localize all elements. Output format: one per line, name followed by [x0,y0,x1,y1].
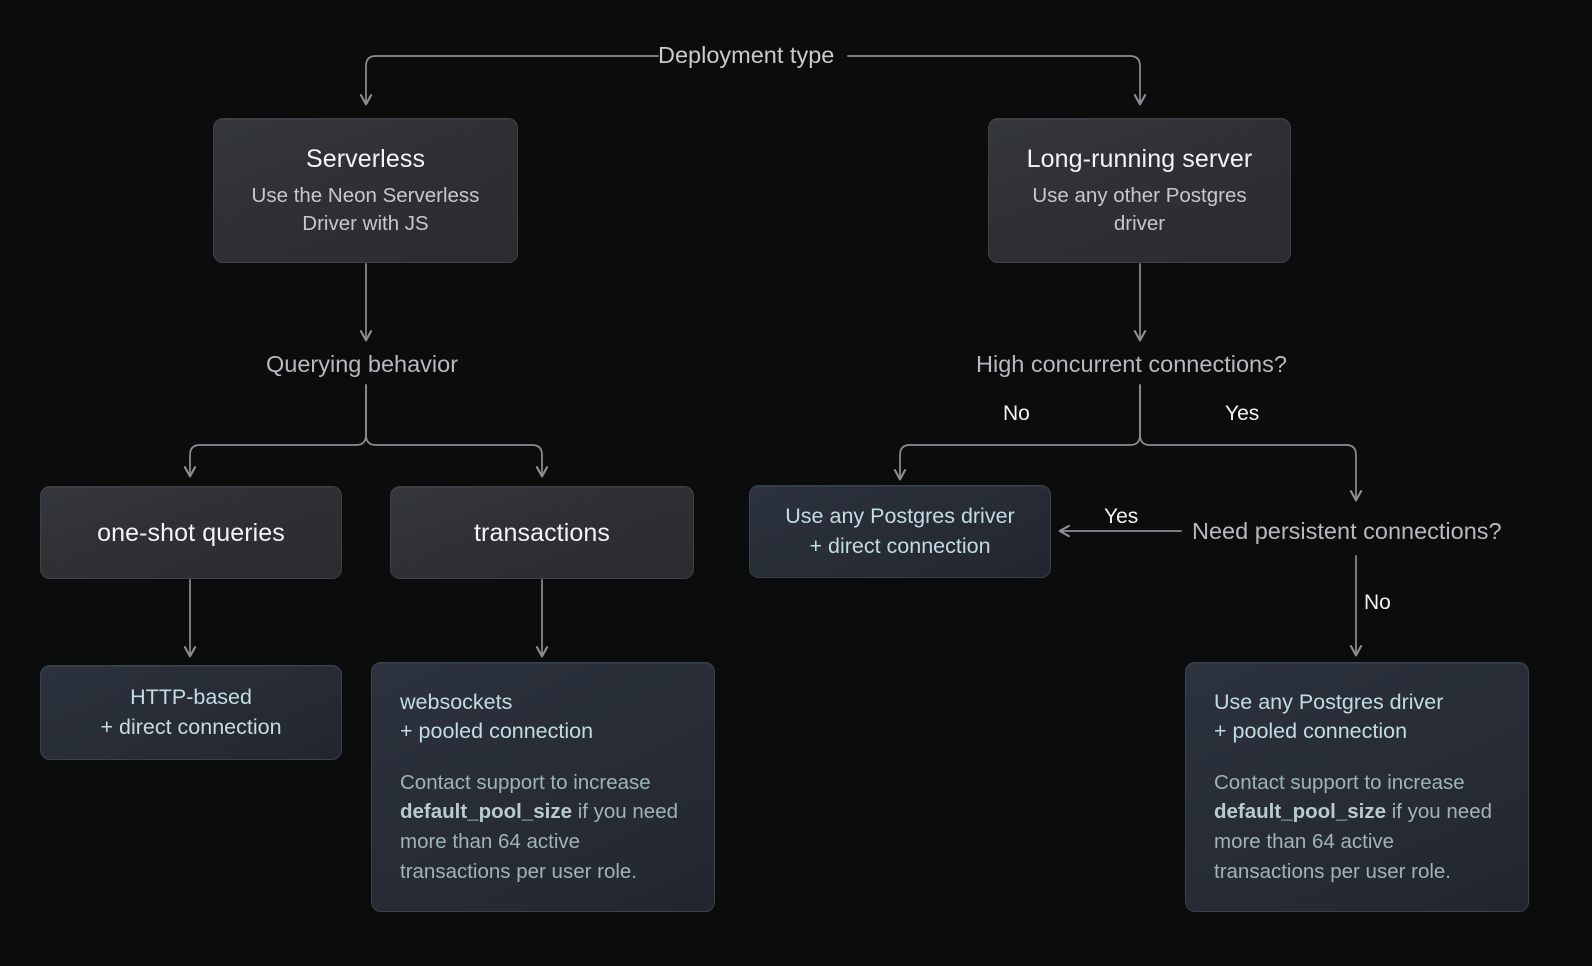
node-websockets-note: Contact support to increase default_pool… [372,768,714,887]
node-http-based-direct-connection[interactable]: HTTP-based + direct connection [40,665,342,760]
edge-label-concurrent-yes: Yes [1225,403,1259,424]
node-http-based-line2: + direct connection [100,714,282,739]
node-transactions[interactable]: transactions [390,486,694,579]
edge-label-persistent-no-text: No [1364,591,1391,614]
node-direct-connection-driver[interactable]: Use any Postgres driver + direct connect… [749,485,1051,578]
root-label: Deployment type [658,42,835,68]
decision-need-persistent-connections-text: Need persistent connections? [1192,518,1502,544]
node-long-running-server-subtitle: Use any other Postgres driver [1032,184,1247,235]
root-label-text: Deployment type [658,42,835,68]
node-websockets-line2: + pooled connection [400,718,594,743]
node-serverless-subtitle: Use the Neon Serverless Driver with JS [251,184,480,235]
node-pooled-connection-driver-line2: + pooled connection [1214,718,1408,743]
node-pooled-connection-driver-note: Contact support to increase default_pool… [1186,768,1528,887]
decision-need-persistent-connections: Need persistent connections? [1192,518,1502,544]
edge-label-persistent-yes-text: Yes [1104,505,1139,528]
node-serverless-title: Serverless [305,145,426,174]
node-long-running-server-title: Long-running server [1026,145,1253,174]
decision-querying-behavior: Querying behavior [266,351,459,377]
node-websockets-note-code: default_pool_size [400,800,573,824]
node-http-based-line1: HTTP-based [130,685,252,710]
node-pooled-connection-driver-line1: Use any Postgres driver [1214,689,1444,714]
node-pooled-note-code: default_pool_size [1214,800,1387,824]
node-serverless[interactable]: Serverless Use the Neon Serverless Drive… [213,118,518,263]
node-websockets-note-after: if you need more than 64 active transact… [400,800,679,883]
edge-label-persistent-yes: Yes [1104,506,1138,527]
node-pooled-note-before: Contact support to increase [1214,770,1465,794]
node-one-shot-queries-title: one-shot queries [97,518,285,547]
edge-label-concurrent-no: No [1003,403,1030,424]
node-pooled-note-after: if you need more than 64 active transact… [1214,800,1493,883]
node-long-running-server[interactable]: Long-running server Use any other Postgr… [988,118,1291,263]
decision-querying-behavior-text: Querying behavior [266,351,459,377]
decision-high-concurrent-connections-text: High concurrent connections? [976,351,1287,377]
edge-label-persistent-no: No [1364,592,1391,613]
node-transactions-title: transactions [474,518,610,547]
node-pooled-connection-driver[interactable]: Use any Postgres driver + pooled connect… [1185,662,1529,912]
node-websockets-line1: websockets [400,689,513,714]
decision-high-concurrent-connections: High concurrent connections? [976,351,1287,377]
node-direct-connection-driver-line1: Use any Postgres driver [785,504,1015,529]
node-websockets-note-before: Contact support to increase [400,770,651,794]
node-direct-connection-driver-line2: + direct connection [809,533,991,558]
node-one-shot-queries[interactable]: one-shot queries [40,486,342,579]
edge-label-concurrent-yes-text: Yes [1225,402,1260,425]
node-websockets-pooled-connection[interactable]: websockets + pooled connection Contact s… [371,662,715,912]
edge-label-concurrent-no-text: No [1003,402,1030,425]
